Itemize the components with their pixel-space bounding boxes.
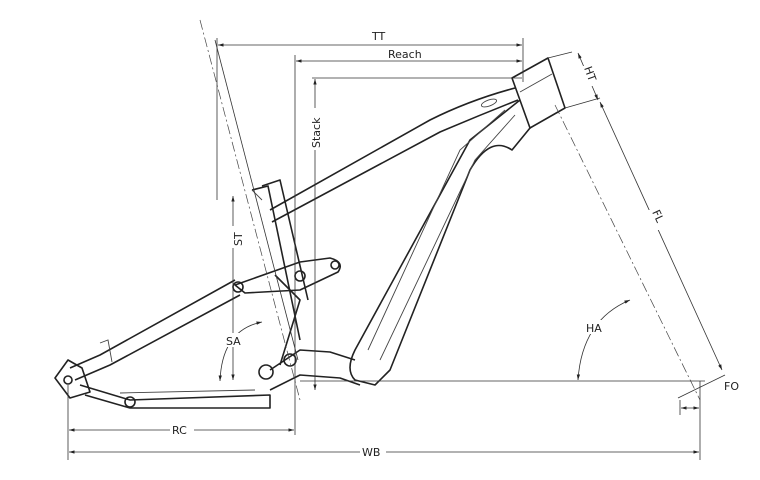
ht-label: HT: [581, 65, 598, 84]
stack-label: Stack: [310, 117, 323, 148]
steering-axis-line: [554, 104, 701, 401]
fo-label: FO: [724, 380, 739, 393]
sa-angle-arc: [218, 321, 263, 382]
wb-label: WB: [362, 446, 380, 459]
reach-label: Reach: [388, 48, 422, 61]
ha-angle-arc: [576, 299, 631, 381]
frame-drawing: [54, 57, 566, 409]
ha-label: HA: [586, 322, 602, 335]
sa-label: SA: [226, 335, 241, 348]
st-label: ST: [232, 232, 245, 246]
rc-label: RC: [172, 424, 187, 437]
seat-tube-centerline: [199, 19, 301, 401]
fl-dimension-line: [599, 101, 723, 371]
tt-label: TT: [371, 30, 386, 43]
